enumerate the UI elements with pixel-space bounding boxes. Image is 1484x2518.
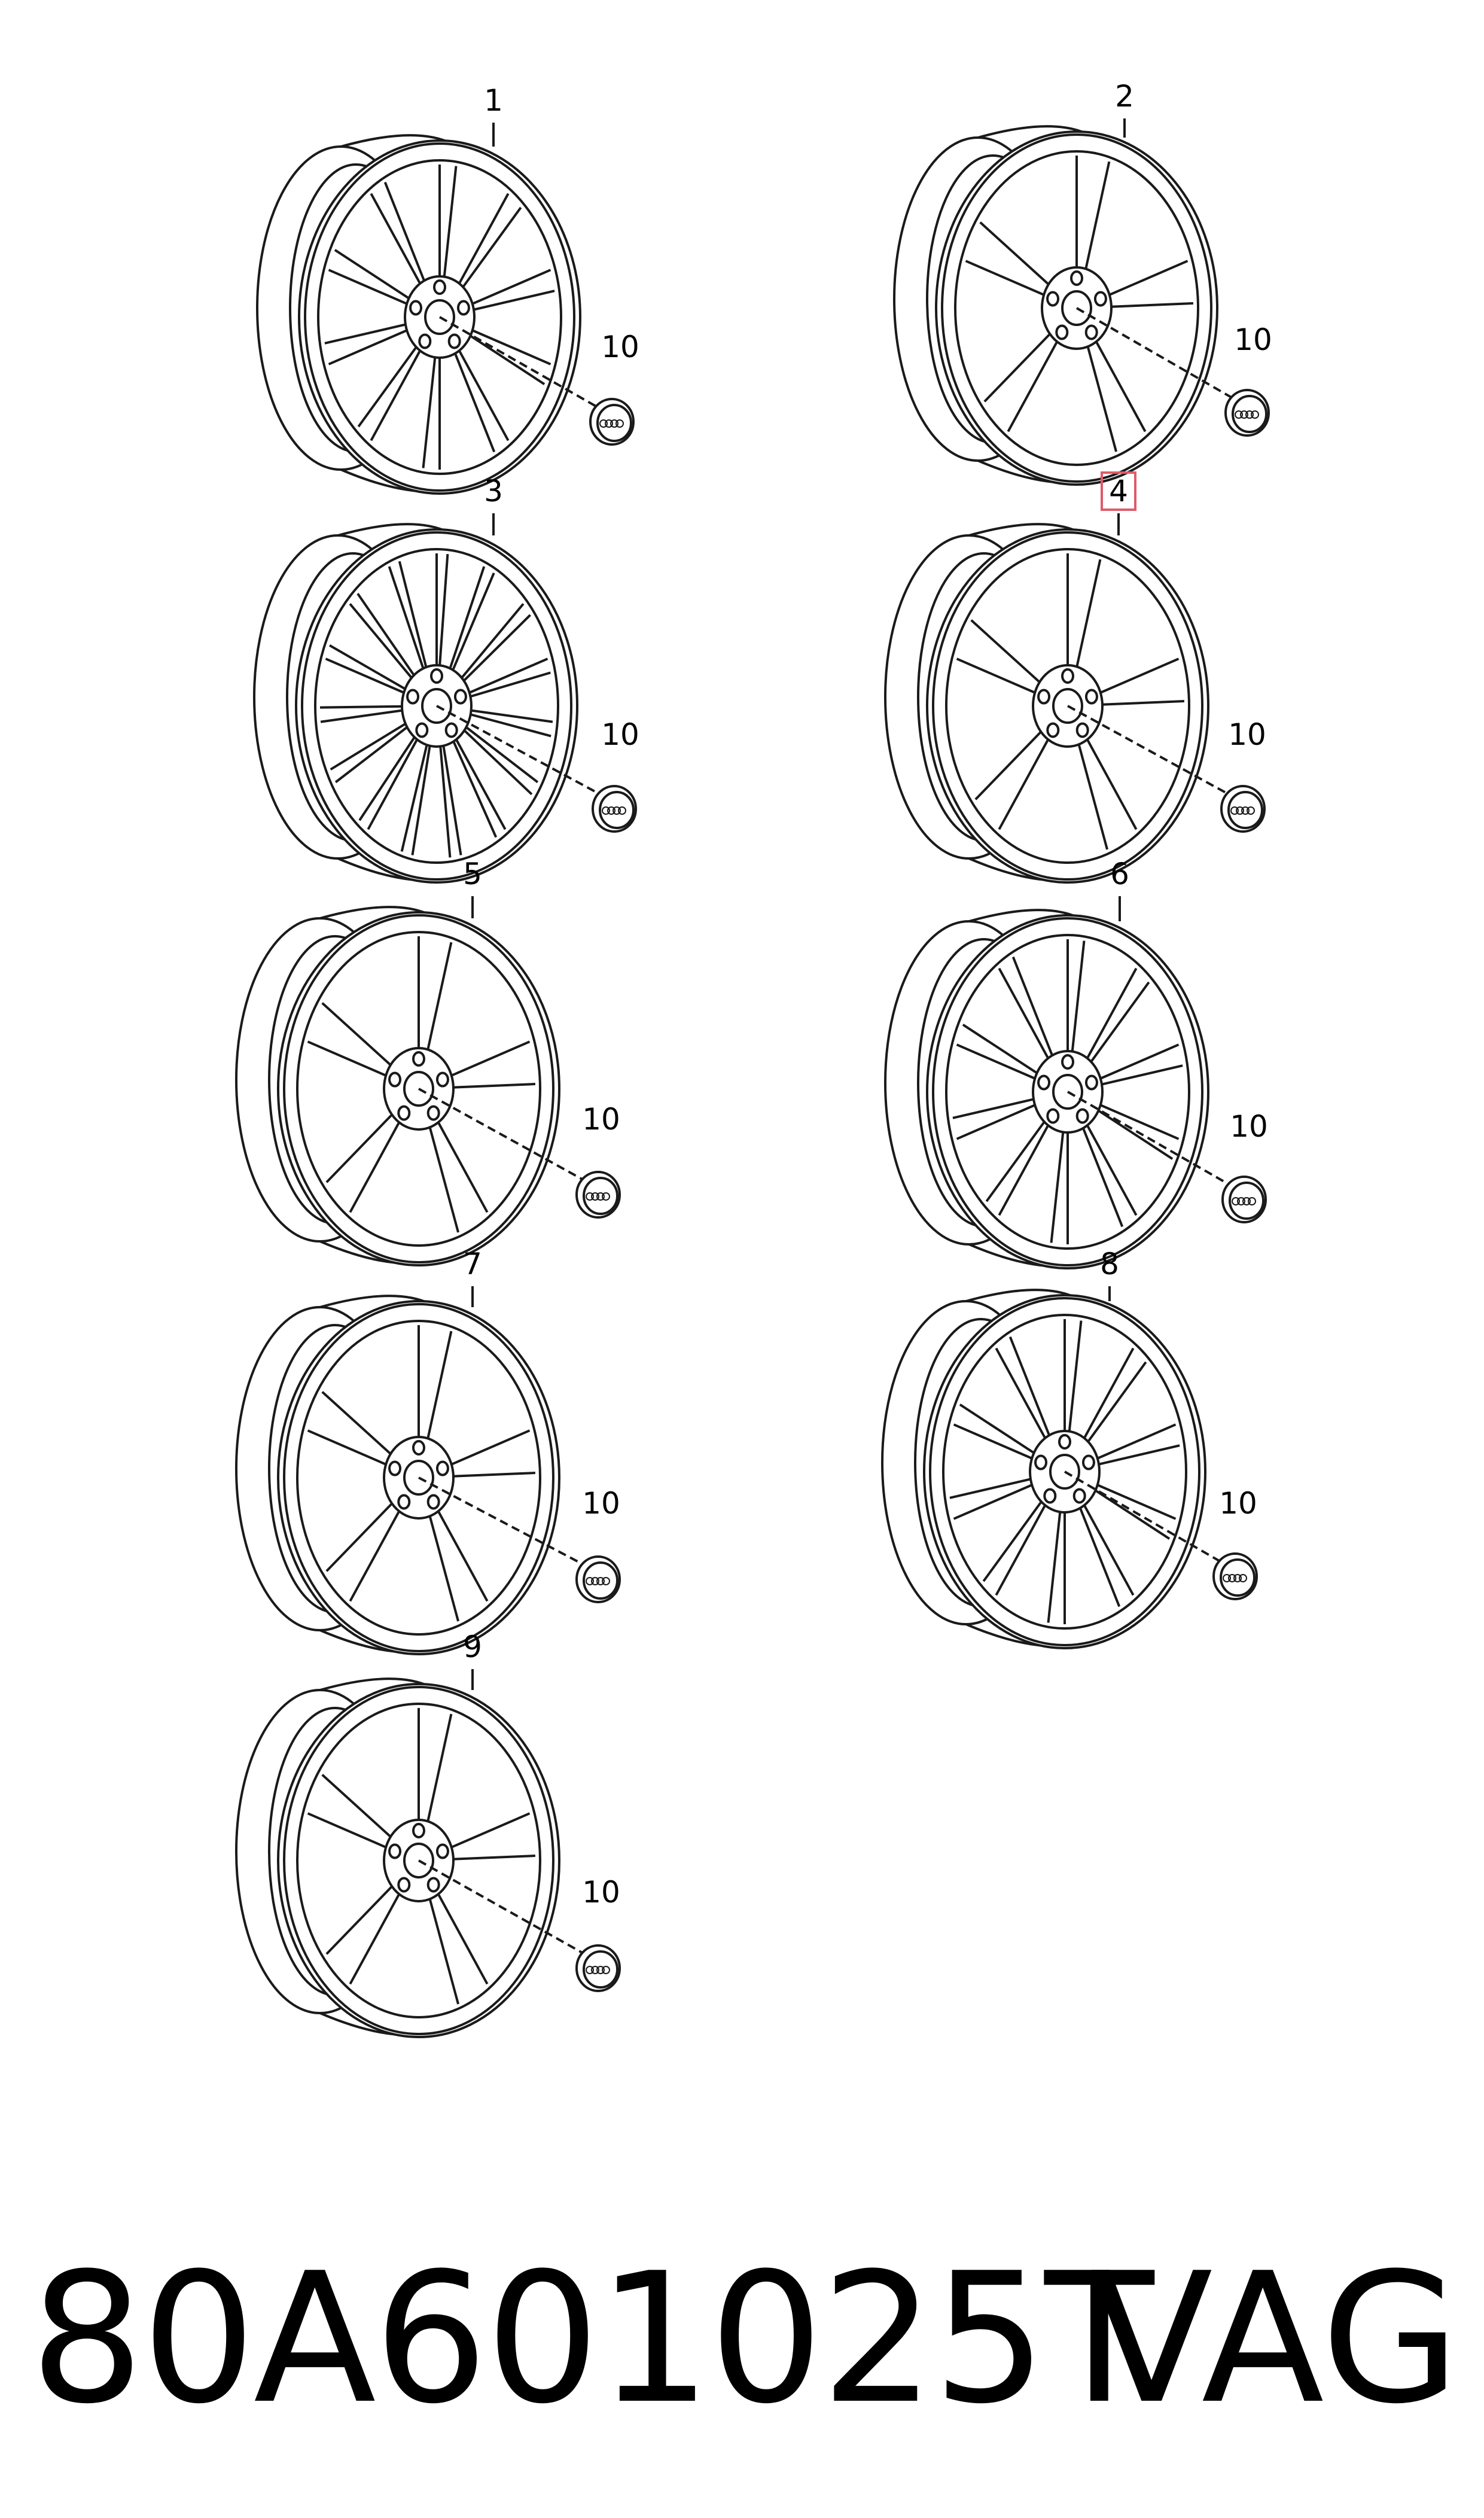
hub-cap: 10 xyxy=(592,717,639,833)
callout-hub-cap: 10 xyxy=(1234,322,1272,357)
hub-cap: 10 xyxy=(1224,322,1272,437)
hub-cap: 10 xyxy=(575,1875,621,1992)
callout-hub-cap: 10 xyxy=(601,330,639,364)
four-rings-logo-icon xyxy=(1235,410,1259,419)
callout-9: 9 xyxy=(463,1630,482,1664)
callout-6: 6 xyxy=(1110,857,1129,891)
part-caption: 80A601025T VAG xyxy=(0,2213,1484,2465)
wheel-9: 9 10 xyxy=(235,1630,621,2038)
wheel-4: 4 10 xyxy=(884,471,1266,884)
callout-3: 3 xyxy=(484,474,503,509)
callout-1: 1 xyxy=(484,83,503,118)
four-rings-logo-icon xyxy=(1230,806,1255,815)
callout-2: 2 xyxy=(1115,79,1134,114)
callout-4: 4 xyxy=(1109,474,1128,509)
parts-diagram: 1 10 2 10 3 10 4 10 5 10 6 10 7 10 8 10 9 10 xyxy=(235,79,1272,2038)
wheel-7: 7 10 xyxy=(235,1247,621,1655)
brand-name: VAG xyxy=(1090,2234,1460,2443)
four-rings-logo-icon xyxy=(1223,1574,1247,1582)
wheel-3: 3 10 xyxy=(253,474,639,884)
callout-hub-cap: 10 xyxy=(582,1875,620,1910)
hub-cap: 10 xyxy=(1221,1109,1268,1223)
wheel-8: 8 10 xyxy=(881,1247,1258,1649)
callout-hub-cap: 10 xyxy=(601,717,639,752)
callout-5: 5 xyxy=(463,857,482,891)
four-rings-logo-icon xyxy=(602,806,626,815)
four-rings-logo-icon xyxy=(586,1966,610,1974)
hub-cap: 10 xyxy=(589,330,639,446)
four-rings-logo-icon xyxy=(586,1577,610,1585)
wheel-2: 2 10 xyxy=(893,79,1272,486)
callout-hub-cap: 10 xyxy=(1230,1109,1268,1144)
highlight-box xyxy=(1101,471,1136,511)
callout-hub-cap: 10 xyxy=(1228,717,1266,752)
callout-hub-cap: 10 xyxy=(1219,1486,1257,1521)
hub-cap: 10 xyxy=(575,1102,621,1219)
four-rings-logo-icon xyxy=(599,419,624,428)
part-number: 80A601025T xyxy=(30,2234,1154,2443)
four-rings-logo-icon xyxy=(586,1192,610,1201)
hub-cap: 10 xyxy=(575,1486,621,1603)
four-rings-logo-icon xyxy=(1232,1197,1256,1205)
hub-cap: 10 xyxy=(1212,1486,1258,1600)
callout-8: 8 xyxy=(1100,1247,1119,1281)
callout-7: 7 xyxy=(463,1247,482,1281)
wheel-1: 1 10 xyxy=(256,83,639,495)
wheel-6: 6 10 xyxy=(884,857,1268,1269)
callout-hub-cap: 10 xyxy=(582,1486,620,1521)
callout-hub-cap: 10 xyxy=(582,1102,620,1137)
wheel-5: 5 10 xyxy=(235,857,621,1266)
hub-cap: 10 xyxy=(1220,717,1266,833)
